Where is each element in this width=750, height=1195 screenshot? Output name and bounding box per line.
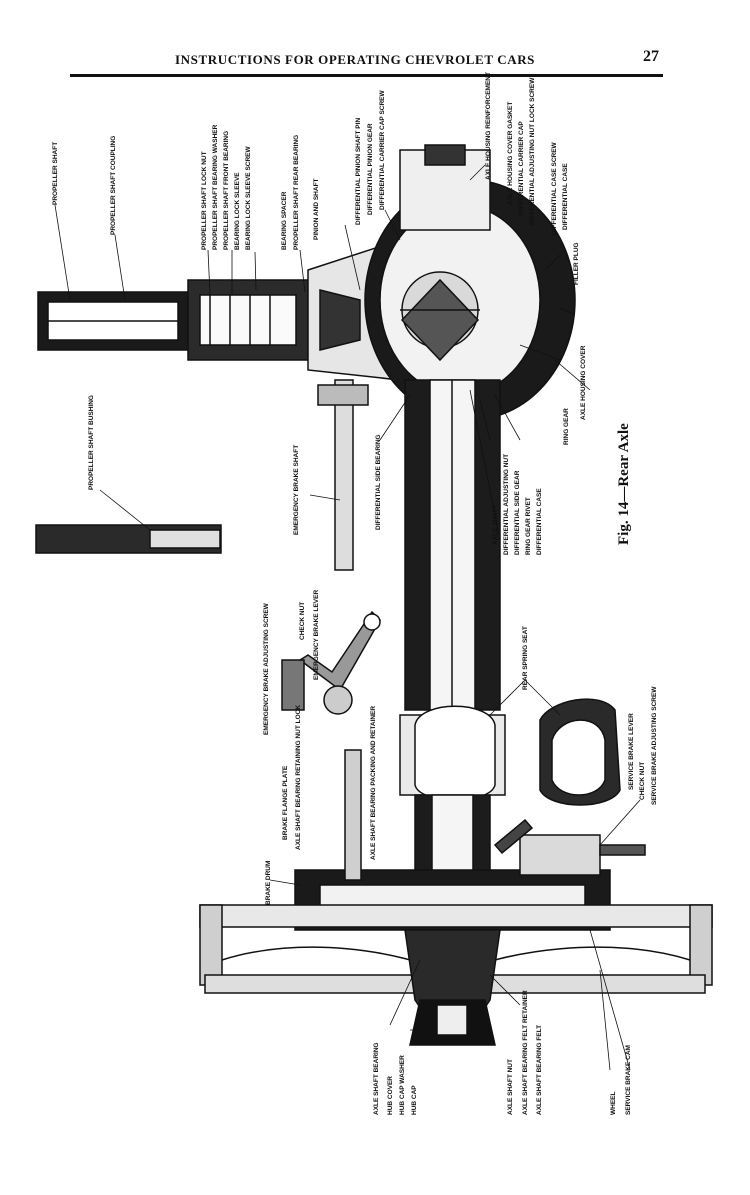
label-emergency-brake-shaft: EMERGENCY BRAKE SHAFT [293, 445, 300, 535]
label-emergency-brake-adjusting-screw: EMERGENCY BRAKE ADJUSTING SCREW [263, 602, 270, 735]
label-axle-shaft-bearing-packing-and-retainer: AXLE SHAFT BEARING PACKING AND RETAINER [370, 706, 377, 860]
label-differential-case-top: DIFFERENTIAL CASE [562, 163, 569, 230]
label-axle-housing-cover-gasket: AXLE HOUSING COVER GASKET [507, 102, 514, 205]
rear-axle-drawing [35, 144, 713, 1046]
label-ring-gear-rivet: RING GEAR RIVET [525, 497, 532, 555]
label-hub-cap-washer: HUB CAP WASHER [399, 1055, 406, 1115]
label-axle-housing-reinforcement: AXLE HOUSING REINFORCEMENT [485, 72, 492, 180]
label-propeller-shaft-rear-bearing: PROPELLER SHAFT REAR BEARING [293, 135, 300, 250]
label-service-brake-lever: SERVICE BRAKE LEVER [628, 713, 635, 790]
label-check-nut-upper: CHECK NUT [299, 602, 306, 640]
label-axle-shaft-bearing-felt: AXLE SHAFT BEARING FELT [536, 1025, 543, 1115]
label-hub-cover: HUB COVER [387, 1076, 394, 1115]
label-differential-side-gear: DIFFERENTIAL SIDE GEAR [514, 470, 521, 555]
label-bearing-lock-sleeve: BEARING LOCK SLEEVE [234, 172, 241, 250]
label-axle-shaft-bearing: AXLE SHAFT BEARING [373, 1042, 380, 1115]
label-brake-flange-plate: BRAKE FLANGE PLATE [282, 765, 289, 840]
label-emergency-brake-lever: EMERGENCY BRAKE LEVER [313, 590, 320, 680]
label-differential-pinion-shaft-pin: DIFFERENTIAL PINION SHAFT PIN [355, 118, 362, 225]
label-filler-plug: FILLER PLUG [573, 242, 580, 285]
label-differential-carrier-cap: DIFFERENTIAL CARRIER CAP [518, 121, 525, 215]
running-title: INSTRUCTIONS FOR OPERATING CHEVROLET CAR… [175, 52, 536, 67]
label-bearing-lock-sleeve-screw: BEARING LOCK SLEEVE SCREW [245, 145, 252, 250]
label-differential-pinion-gear: DIFFERENTIAL PINION GEAR [367, 123, 374, 215]
label-axle-shaft-nut: AXLE SHAFT NUT [507, 1059, 514, 1115]
label-service-brake-adjusting-screw: SERVICE BRAKE ADJUSTING SCREW [651, 686, 658, 805]
label-differential-adjusting-nut: DIFFERENTIAL ADJUSTING NUT [503, 454, 510, 555]
label-check-nut-lower: CHECK NUT [639, 762, 646, 800]
label-rear-spring-seat: REAR SPRING SEAT [522, 626, 529, 690]
label-ring-gear: RING GEAR [563, 408, 570, 445]
page-number: 27 [643, 48, 659, 65]
label-differential-adjusting-nut-lock-screw: DIFFERENTIAL ADJUSTING NUT LOCK SCREW [529, 77, 536, 225]
label-hub-cap: HUB CAP [411, 1085, 418, 1115]
label-propeller-shaft-lock-nut: PROPELLER SHAFT LOCK NUT [201, 151, 208, 250]
label-bearing-spacer: BEARING SPACER [281, 191, 288, 250]
label-propeller-shaft-front-bearing: PROPELLER SHAFT FRONT BEARING [223, 131, 230, 250]
label-propeller-shaft-bushing: PROPELLER SHAFT BUSHING [88, 395, 95, 490]
label-axle-housing-cover: AXLE HOUSING COVER [580, 345, 587, 420]
label-differential-case: DIFFERENTIAL CASE [536, 488, 543, 555]
figure-caption: Fig. 14—Rear Axle [616, 423, 632, 545]
label-differential-carrier-cap-screw: DIFFERENTIAL CARRIER CAP SCREW [379, 89, 386, 210]
label-brake-drum: BRAKE DRUM [265, 861, 272, 905]
label-axle-shaft-bearing-felt-retainer: AXLE SHAFT BEARING FELT RETAINER [522, 990, 529, 1115]
label-propeller-shaft: PROPELLER SHAFT [52, 142, 59, 205]
part-labels: PROPELLER SHAFT PROPELLER SHAFT COUPLING… [52, 72, 658, 1115]
label-pinion-and-shaft: PINION AND SHAFT [313, 178, 320, 240]
label-differential-case-screw: DIFFERENTIAL CASE SCREW [551, 141, 558, 235]
label-differential-side-bearing: DIFFERENTIAL SIDE BEARING [375, 434, 382, 530]
label-propeller-shaft-bearing-washer: PROPELLER SHAFT BEARING WASHER [212, 124, 219, 250]
label-axle-shaft: AXLE SHAFT [492, 504, 499, 545]
leader-lines [54, 164, 641, 1071]
label-propeller-shaft-coupling: PROPELLER SHAFT COUPLING [110, 136, 117, 235]
label-wheel: WHEEL [610, 1092, 617, 1116]
page-header: INSTRUCTIONS FOR OPERATING CHEVROLET CAR… [70, 46, 663, 77]
label-service-brake-cam: SERVICE BRAKE CAM [625, 1045, 632, 1115]
label-axle-shaft-bearing-retaining-nut-lock: AXLE SHAFT BEARING RETAINING NUT LOCK [295, 705, 302, 850]
